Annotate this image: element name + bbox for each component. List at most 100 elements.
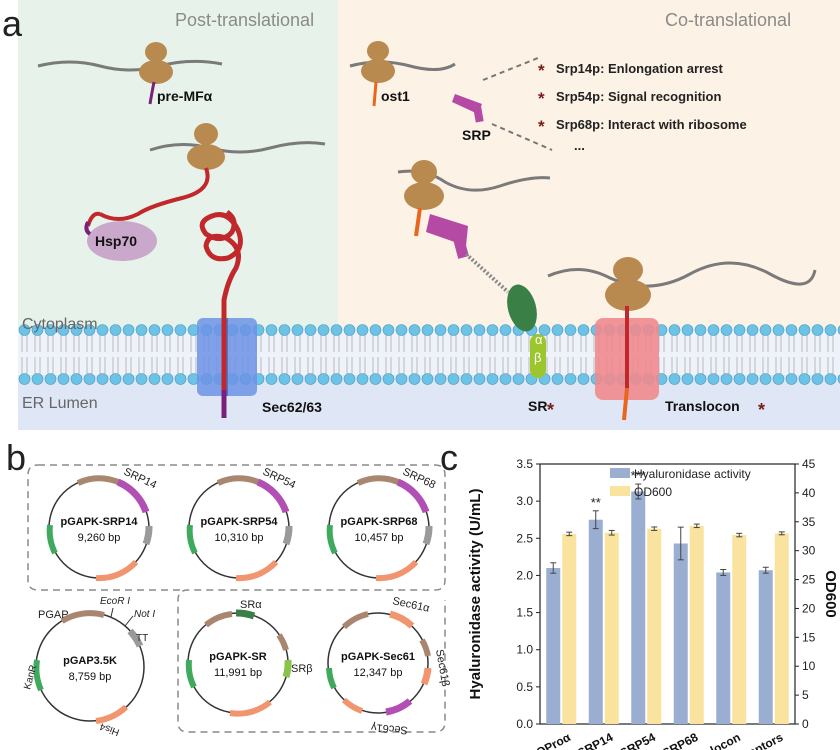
- ribosome-small-subunit: [194, 123, 218, 145]
- sr-alpha-subunit: [507, 284, 537, 332]
- co-translational-background: [338, 0, 840, 330]
- y-tick-label-right: 15: [802, 630, 816, 644]
- plasmid-size: 9,260 bp: [78, 532, 121, 544]
- ribosome-large-subunit: [605, 279, 651, 311]
- ribosome-large-subunit: [187, 144, 225, 170]
- terminator-segment: [282, 525, 293, 546]
- nascent-peptide: [372, 81, 378, 107]
- y-axis-label-right: OD600: [822, 570, 839, 618]
- pgap-promoter-segment: [204, 611, 233, 628]
- sr-beta-subunit: [530, 334, 546, 378]
- srp68-star: *: [538, 117, 545, 136]
- bar-od600: [647, 528, 662, 724]
- tt-label: TT: [136, 633, 148, 644]
- y-tick-label-left: 3.0: [516, 494, 533, 508]
- y-tick-label-right: 5: [802, 688, 809, 702]
- bar-od600: [689, 525, 704, 724]
- sec62-63-label: Sec62/63: [262, 399, 322, 415]
- plasmid-pgapk-srp14: SRP14 pGAPK-SRP14 9,260 bp: [46, 466, 158, 582]
- sr-alpha-plasmid-label: SRα: [240, 599, 262, 611]
- panel-a: a Post-translational Co-translational pr…: [2, 0, 840, 430]
- ribosome-small-subunit: [613, 257, 643, 283]
- pgap-promoter-segment: [341, 611, 369, 630]
- plasmid-name: pGAP3.5K: [63, 655, 117, 667]
- y-tick-label-right: 35: [802, 515, 816, 529]
- significance-marker: ***: [631, 468, 646, 483]
- legend-swatch-od600: [610, 486, 630, 496]
- plasmid-backbone: [327, 612, 429, 714]
- terminator-segment: [422, 525, 433, 546]
- x-tick-label: SRP54: [618, 730, 658, 750]
- noti-site-tick: [124, 615, 134, 627]
- legend-label-od600: OD600: [634, 485, 672, 499]
- his4-segment: [235, 559, 279, 582]
- y-tick-label-left: 0.0: [516, 717, 533, 731]
- bar-od600: [774, 533, 789, 724]
- plasmid-size: 10,310 bp: [215, 532, 264, 544]
- plasmid-size: 12,347 bp: [354, 667, 403, 679]
- er-lumen-label: ER Lumen: [22, 395, 98, 412]
- y-tick-label-left: 1.5: [516, 606, 533, 620]
- ribosome-small-subunit: [411, 160, 437, 184]
- srp54-gene-segment: [256, 478, 290, 514]
- promoter-segment: [276, 633, 289, 651]
- srp-callout-bottom: [491, 123, 553, 151]
- srp-label: SRP: [462, 127, 491, 143]
- ribosome-large-subunit: [139, 60, 173, 84]
- plasmid-pgapk-sec61: Sec61α Sec61β Sec61γ pGAPK-Sec61 12,347 …: [326, 595, 451, 736]
- y-tick-label-left: 2.0: [516, 568, 533, 582]
- plasmid-name: pGAPK-SR: [209, 651, 267, 663]
- nascent-peptide: [148, 81, 156, 105]
- kanr-segment: [46, 524, 58, 555]
- bar-hyaluronidase: [673, 543, 688, 724]
- terminator-segment: [142, 525, 153, 546]
- bar-hyaluronidase: [716, 572, 731, 724]
- plot-frame: [539, 463, 796, 725]
- y-tick-label-right: 10: [802, 659, 816, 673]
- y-tick-label-right: 0: [802, 717, 809, 731]
- plasmid-size: 10,457 bp: [355, 532, 404, 544]
- x-tick-label: SRP68: [660, 730, 700, 750]
- cytoplasm-label: Cytoplasm: [22, 316, 98, 333]
- sec61-beta-segment: [420, 667, 432, 686]
- srp-stem-bound: [452, 232, 469, 259]
- plasmid-name: pGAPK-SRP68: [340, 516, 417, 528]
- sec61-alpha-label: Sec61α: [391, 595, 431, 615]
- sr-beta-plasmid-label: SRβ: [291, 663, 313, 675]
- nascent-peptide: [414, 207, 422, 237]
- kanr-segment: [326, 667, 337, 690]
- bar-chart: 0.00.51.01.52.02.53.03.50510152025303540…: [516, 457, 815, 750]
- mrna-strand: [547, 261, 817, 288]
- y-tick-label-right: 25: [802, 573, 816, 587]
- srp54-description: Srp54p: Signal recognition: [556, 89, 721, 104]
- kanr-segment: [186, 524, 198, 555]
- ribosome-large-subunit: [361, 59, 395, 83]
- plasmid-size: 8,759 bp: [69, 671, 112, 683]
- bar-od600: [604, 532, 619, 724]
- panel-c-letter: c: [440, 437, 458, 478]
- sr-star: *: [547, 400, 554, 420]
- panel-b-letter: b: [6, 437, 26, 478]
- his4-segment: [375, 559, 419, 582]
- pre-mfa-label: pre-MFα: [157, 88, 213, 104]
- srp54-star: *: [538, 89, 545, 108]
- sr-label: SR: [528, 398, 547, 414]
- y-tick-label-right: 30: [802, 544, 816, 558]
- bar-hyaluronidase: [758, 570, 773, 724]
- ost1-ribosome: [349, 41, 456, 107]
- pgap-label: PGAP: [38, 609, 69, 621]
- bar-hyaluronidase: [588, 519, 603, 724]
- srp68-gene-segment: [396, 478, 430, 514]
- srp-callout-top: [482, 57, 539, 81]
- noti-label: Not I: [134, 609, 155, 620]
- co-translational-title: Co-translational: [665, 10, 791, 30]
- translocon-label: Translocon: [665, 398, 740, 414]
- srp-ellipsis: ...: [574, 138, 585, 153]
- ost1-label: ost1: [381, 88, 410, 104]
- ecori-site-tick: [110, 607, 114, 618]
- plasmid-name: pGAPK-Sec61: [341, 651, 415, 663]
- plasmid-name: pGAPK-SRP54: [200, 516, 278, 528]
- his4-segment: [229, 699, 272, 717]
- post-translational-ribosome: [84, 123, 326, 236]
- panel-a-letter: a: [2, 3, 23, 44]
